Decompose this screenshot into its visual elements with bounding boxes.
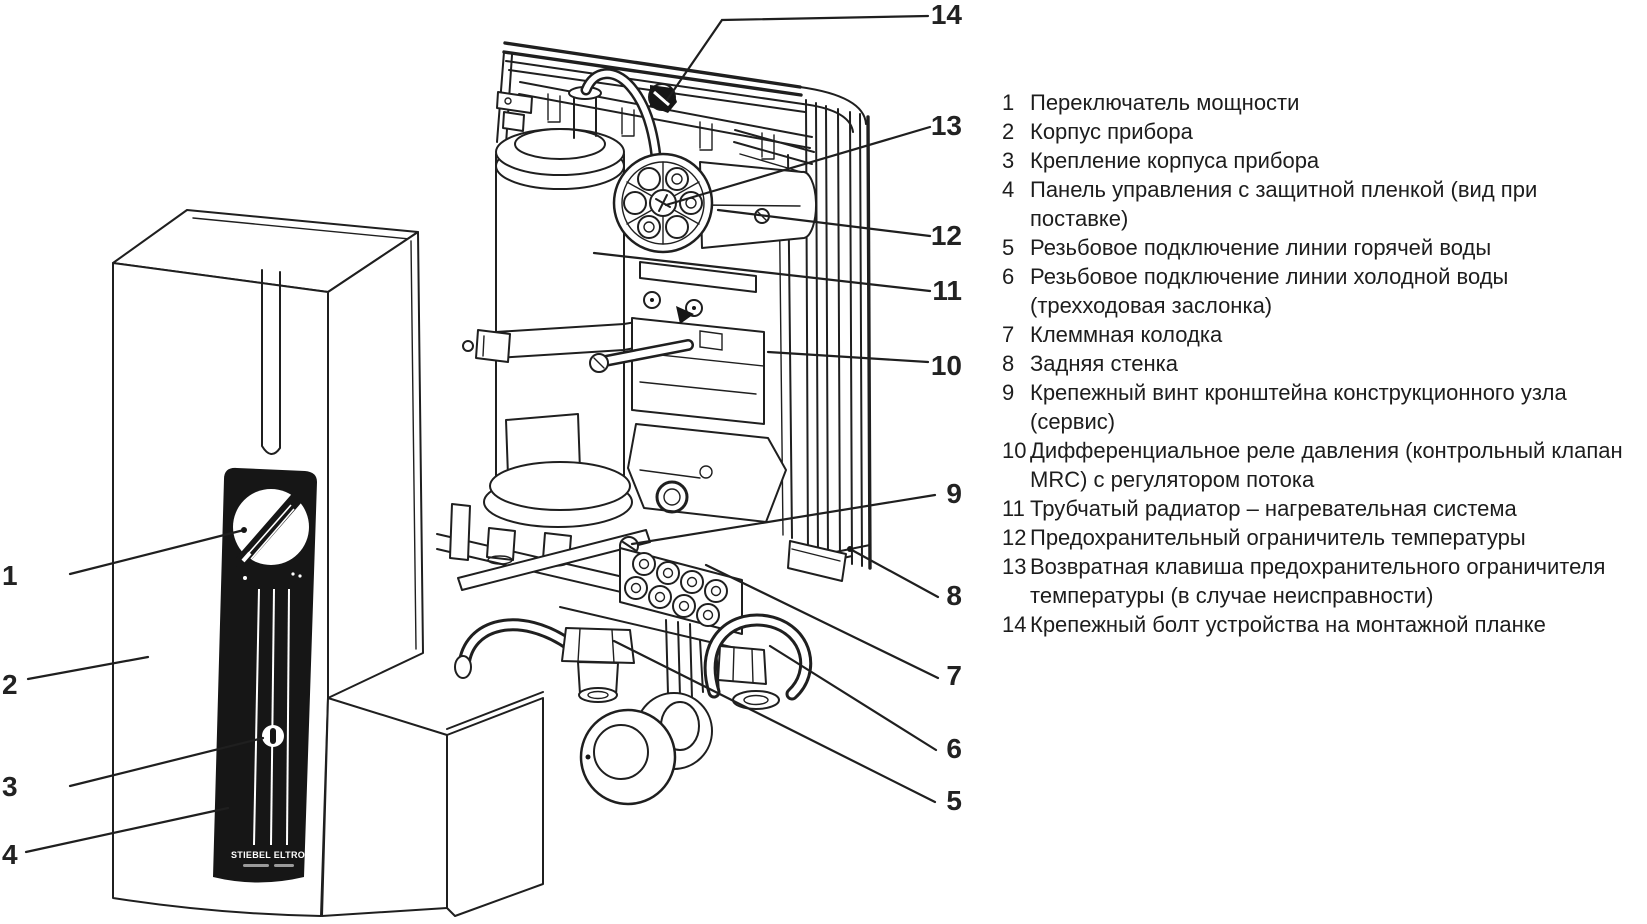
legend: 1 Переключатель мощности 2 Корпус прибор… [1002,88,1647,639]
legend-item: 11 Трубчатый радиатор – нагревательная с… [1002,494,1647,523]
legend-item: 9 Крепежный винт кронштейна конструкцион… [1002,378,1647,436]
legend-item-number: 11 [1002,496,1025,521]
legend-item-number: 3 [1002,148,1015,173]
legend-item: 13 Возвратная клавиша предохранительного… [1002,552,1647,610]
legend-item-number: 7 [1002,322,1015,347]
legend-item-number: 1 [1002,90,1015,115]
housing-right-face [327,231,424,699]
terminal-block [619,547,743,695]
legend-item: 8 Задняя стенка [1002,349,1647,378]
legend-item-text: Крепежный винт кронштейна конструкционно… [1030,380,1567,434]
callout-number-7: 7 [946,660,962,691]
callout-number-4: 4 [2,839,18,870]
callout-number-9: 9 [946,478,962,509]
legend-item-text: Резьбовое подключение линии горячей воды [1030,235,1492,260]
housing-wing-panel [446,697,544,917]
legend-item: 7 Клеммная колодка [1002,320,1647,349]
legend-item-text: Крепление корпуса прибора [1030,148,1320,173]
legend-item-text: Панель управления с защитной пленкой (ви… [1030,177,1538,231]
callout-number-13: 13 [931,110,962,141]
legend-item-text: Трубчатый радиатор – нагревательная сист… [1030,496,1517,521]
legend-item-number: 6 [1002,264,1015,289]
legend-item: 1 Переключатель мощности [1002,88,1647,117]
power-selector-dial [233,489,309,580]
hot-water-connection [454,618,635,703]
back-wall [496,41,872,582]
legend-item: 10 Дифференциальное реле давления (контр… [1002,436,1647,494]
legend-item-number: 12 [1002,525,1027,550]
legend-item-number: 10 [1002,438,1027,463]
callout-number-1: 1 [2,560,18,591]
callout-number-5: 5 [946,785,962,816]
legend-item-number: 2 [1002,119,1015,144]
interior-view [436,41,872,806]
callout-number-14: 14 [931,0,963,30]
legend-item-text: Возвратная клавиша предохранительного ог… [1030,554,1606,608]
front-slot [261,269,281,455]
callout-lines [24,14,940,854]
reset-disc [612,152,714,254]
legend-item: 12 Предохранительный ограничитель темпер… [1002,523,1647,552]
legend-item-text: Клеммная колодка [1030,322,1223,347]
legend-item: 3 Крепление корпуса прибора [1002,146,1647,175]
panel-grooves [253,588,290,846]
legend-item-text: Задняя стенка [1030,351,1179,376]
legend-item-text: Резьбовое подключение линии холодной вод… [1030,264,1509,318]
brand-logo: STIEBEL ELTRON [231,850,312,860]
exterior-view: STIEBEL ELTRON [112,209,544,917]
control-panel [213,467,317,883]
legend-item: 4 Панель управления с защитной пленкой (… [1002,175,1647,233]
callout-number-2: 2 [2,669,18,700]
temperature-limiter [699,161,818,249]
legend-item-text: Предохранительный ограничитель температу… [1030,525,1526,550]
mounting-bolt [648,83,677,113]
callout-number-6: 6 [946,733,962,764]
callout-number-8: 8 [946,580,962,611]
legend-item-number: 13 [1002,554,1027,579]
callout-number-12: 12 [931,220,962,251]
legend-item-text: Переключатель мощности [1030,90,1300,115]
legend-item-number: 5 [1002,235,1015,260]
legend-item-number: 9 [1002,380,1015,405]
legend-item: 2 Корпус прибора [1002,117,1647,146]
legend-item-number: 8 [1002,351,1015,376]
legend-item: 6 Резьбовое подключение линии холодной в… [1002,262,1647,320]
legend-item: 5 Резьбовое подключение линии горячей во… [1002,233,1647,262]
callout-number-10: 10 [931,350,962,381]
legend-item-text: Корпус прибора [1030,119,1193,144]
callout-number-3: 3 [2,771,18,802]
pressure-switch-valve [589,261,787,523]
callout-numbers: 1 2 3 4 14 13 12 11 10 9 8 7 6 5 [2,0,962,870]
legend-item-number: 14 [1002,612,1027,637]
heating-tank [449,68,662,567]
housing-fastener [262,725,284,747]
legend-item-number: 4 [1002,177,1015,202]
legend-item-text: Крепежный болт устройства на монтажной п… [1030,612,1546,637]
callout-number-11: 11 [932,275,962,306]
legend-item-text: Дифференциальное реле давления (контроль… [1030,438,1623,492]
grommet-rings [579,692,713,806]
legend-item: 14 Крепежный болт устройства на монтажно… [1002,610,1647,639]
